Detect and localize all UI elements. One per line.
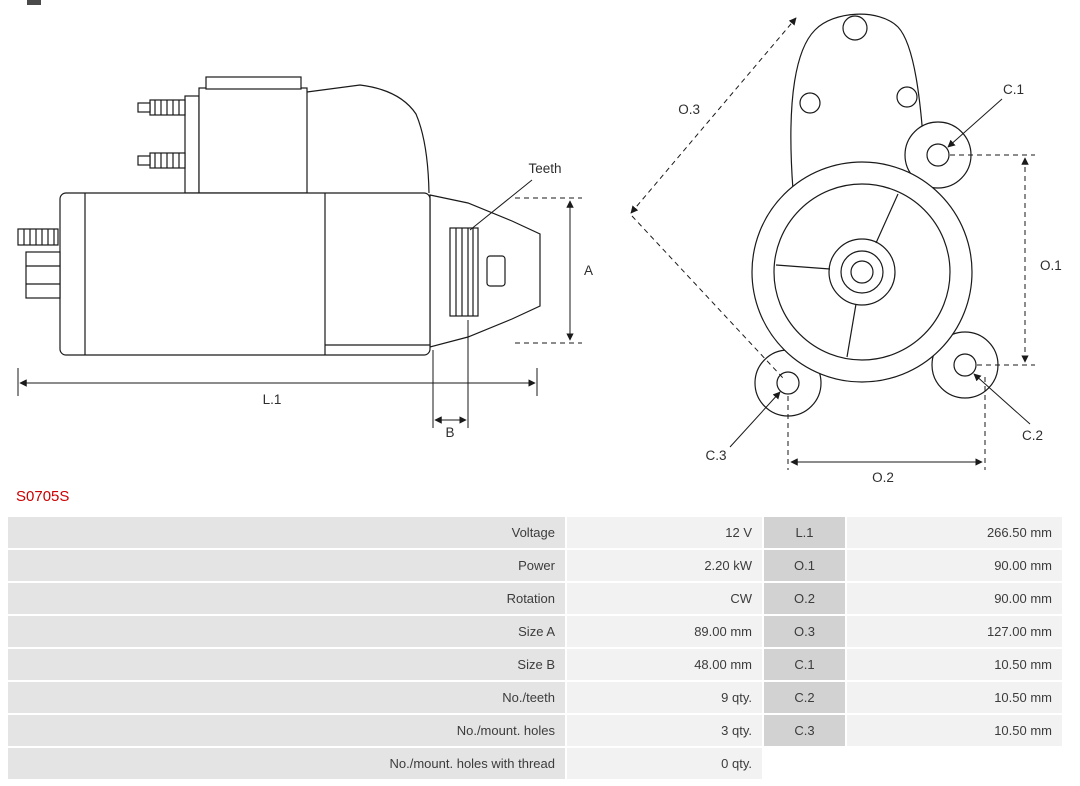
spec-label: Power [8, 550, 565, 581]
dimension-l1-label: L.1 [263, 392, 282, 407]
logo-fragment [27, 0, 41, 5]
c3-label: C.3 [705, 448, 726, 463]
dim-label [764, 748, 845, 779]
c2-label: C.2 [1022, 428, 1043, 443]
spec-label: Rotation [8, 583, 565, 614]
dim-value: 266.50 mm [847, 517, 1062, 548]
mounting-hole-c1 [926, 143, 950, 167]
front-view-drawing: O.1 O.2 O.3 C.1 C.2 C.3 [630, 13, 1062, 485]
spec-label: No./teeth [8, 682, 565, 713]
dimension-o1 [950, 154, 1035, 366]
teeth-leader-line [469, 179, 533, 231]
spec-label: No./mount. holes with thread [8, 748, 565, 779]
spec-value: 89.00 mm [567, 616, 762, 647]
spec-value: 3 qty. [567, 715, 762, 746]
top-bracket-hole [842, 15, 868, 41]
spec-row: Voltage 12 V L.1 266.50 mm [8, 517, 1062, 548]
dim-value: 10.50 mm [847, 682, 1062, 713]
dimension-a-label: A [584, 263, 593, 278]
dimension-o3-label: O.3 [678, 102, 700, 117]
dim-value: 10.50 mm [847, 649, 1062, 680]
dim-label: C.2 [764, 682, 845, 713]
dimension-o2-label: O.2 [872, 470, 894, 485]
dimension-o3 [630, 17, 797, 379]
spec-label: Size A [8, 616, 565, 647]
spec-row: No./mount. holes 3 qty. C.3 10.50 mm [8, 715, 1062, 746]
dim-label: C.1 [764, 649, 845, 680]
dim-label: O.2 [764, 583, 845, 614]
spec-value: 48.00 mm [567, 649, 762, 680]
dimension-o2 [787, 377, 986, 470]
dimension-b [432, 320, 469, 428]
spec-row: No./teeth 9 qty. C.2 10.50 mm [8, 682, 1062, 713]
c1-label: C.1 [1003, 82, 1024, 97]
dimension-b-label: B [445, 425, 454, 440]
spec-label: Voltage [8, 517, 565, 548]
dim-label: O.3 [764, 616, 845, 647]
dimension-a [515, 197, 582, 344]
body-terminal-stud [17, 228, 61, 299]
mounting-flange-face [751, 161, 973, 383]
c2-leader-line [973, 373, 1031, 425]
drive-linkage-cover [306, 84, 430, 194]
dim-value: 90.00 mm [847, 583, 1062, 614]
dim-value: 90.00 mm [847, 550, 1062, 581]
dim-label: C.3 [764, 715, 845, 746]
spec-value: CW [567, 583, 762, 614]
dimension-l1 [17, 368, 538, 396]
c3-leader-line [729, 391, 781, 448]
spec-table: Voltage 12 V L.1 266.50 mm Power 2.20 kW… [8, 517, 1062, 781]
spec-row: Size B 48.00 mm C.1 10.50 mm [8, 649, 1062, 680]
spec-value: 9 qty. [567, 682, 762, 713]
spec-row: Power 2.20 kW O.1 90.00 mm [8, 550, 1062, 581]
spec-row: Size A 89.00 mm O.3 127.00 mm [8, 616, 1062, 647]
dimension-o1-label: O.1 [1040, 258, 1062, 273]
spec-value: 12 V [567, 517, 762, 548]
spec-value: 2.20 kW [567, 550, 762, 581]
pinion-gear [449, 227, 506, 317]
side-view-drawing: Teeth A L.1 B [17, 76, 593, 440]
dim-label: L.1 [764, 517, 845, 548]
motor-body [59, 192, 431, 356]
dim-value: 10.50 mm [847, 715, 1062, 746]
dim-value [847, 748, 1062, 779]
part-number: S0705S [16, 488, 70, 505]
c1-leader-line [947, 98, 1003, 148]
spec-value: 0 qty. [567, 748, 762, 779]
starter-motor-technical-drawing: Teeth A L.1 B [17, 13, 1062, 485]
teeth-label: Teeth [528, 161, 561, 176]
mounting-hole-c2 [953, 353, 977, 377]
dim-value: 127.00 mm [847, 616, 1062, 647]
spec-row: No./mount. holes with thread 0 qty. [8, 748, 1062, 779]
spec-label: No./mount. holes [8, 715, 565, 746]
solenoid [137, 76, 308, 194]
dim-label: O.1 [764, 550, 845, 581]
spec-row: Rotation CW O.2 90.00 mm [8, 583, 1062, 614]
spec-label: Size B [8, 649, 565, 680]
